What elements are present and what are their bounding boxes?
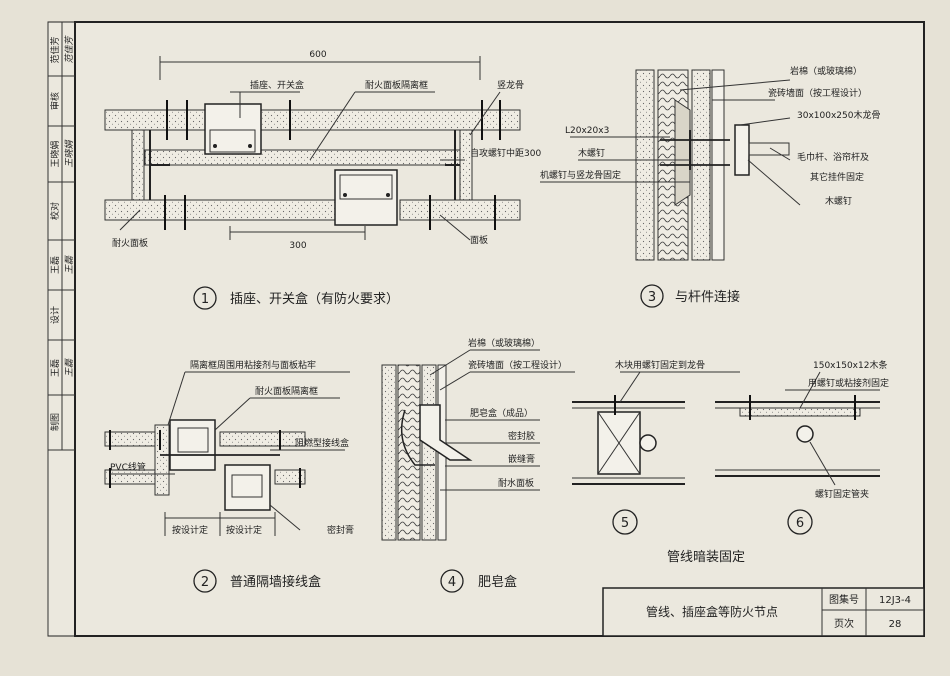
label-tile: 瓷砖墙面（按工程设计） <box>768 87 867 99</box>
label-wood-strip: 150x150x12木条 <box>813 359 887 371</box>
detail-number: 4 <box>448 575 456 590</box>
label-adhesive: 隔离框周围用粘接剂与面板粘牢 <box>190 359 316 371</box>
signature: 王晓娟 <box>64 140 75 168</box>
signature-column: 范佳芳 范佳芳 审核 王晓娟 王晓娟 校对 王磊 王磊 设计 王磊 王磊 制图 <box>47 22 75 636</box>
label-junction: 阻燃型接线盒 <box>295 437 349 449</box>
dim-600: 600 <box>309 50 326 60</box>
dim-per-design-1: 按设计定 <box>172 524 208 536</box>
label-pvc: PVC线管 <box>110 461 146 473</box>
label-rockwool: 岩棉（或玻璃棉） <box>468 337 540 349</box>
signature: 王磊 <box>64 358 75 377</box>
side-text: 设计 <box>49 306 61 324</box>
atlas-number: 12J3-4 <box>879 595 911 606</box>
label-wood-screw-2: 木螺钉 <box>825 195 852 207</box>
title-block: 管线、插座盒等防火节点 图集号 12J3-4 页次 28 <box>602 587 925 637</box>
label-wood-screw: 木螺钉 <box>578 147 605 159</box>
detail-title: 插座、开关盒（有防火要求） <box>230 291 399 307</box>
label-fire-frame: 耐火面板隔离框 <box>365 79 428 91</box>
label-fix: 用螺钉或粘接剂固定 <box>808 377 889 389</box>
detail-title: 肥皂盒 <box>478 574 517 590</box>
side-text: 校对 <box>49 202 61 220</box>
label-sealant: 密封膏 <box>327 524 354 536</box>
signature: 王磊 <box>64 255 75 274</box>
detail-title: 管线暗装固定 <box>667 550 745 565</box>
detail-5-6: 木块用螺钉固定到龙骨 150x150x12木条 用螺钉或粘接剂固定 螺钉固定管夹… <box>572 359 889 565</box>
drawing-frame <box>74 21 925 637</box>
detail-number: 2 <box>201 575 209 590</box>
label-soapbox: 肥皂盒（成品） <box>470 407 533 419</box>
page-number: 28 <box>889 619 902 630</box>
atlas-label: 图集号 <box>829 593 859 606</box>
side-text: 王磊 <box>50 359 61 377</box>
detail-1: 600 插座、开关盒 耐火面板隔离框 竖龙骨 自攻螺钉中距300 <box>104 50 541 310</box>
label-clip: 螺钉固定管夹 <box>815 488 869 500</box>
detail-number: 5 <box>621 516 629 531</box>
label-water-panel: 耐水面板 <box>498 477 534 489</box>
label-machine-screw: 机螺钉与竖龙骨固定 <box>540 169 621 181</box>
side-text: 王晓娟 <box>49 140 61 167</box>
label-panel: 面板 <box>470 234 488 246</box>
label-stud: 竖龙骨 <box>497 79 524 91</box>
label-box: 插座、开关盒 <box>250 79 304 91</box>
dim-per-design-2: 按设计定 <box>226 524 262 536</box>
detail-4: 岩棉（或玻璃棉） 瓷砖墙面（按工程设计） 肥皂盒（成品） 密封胶 嵌缝膏 耐水面… <box>381 337 575 593</box>
detail-2: 隔离框周围用粘接剂与面板粘牢 耐火面板隔离框 PVC线管 阻燃型接线盒 密封膏 … <box>104 359 354 593</box>
detail-title: 普通隔墙接线盒 <box>230 574 321 590</box>
dim-300: 300 <box>289 241 306 251</box>
detail-number: 1 <box>201 292 209 307</box>
label-towel: 毛巾杆、浴帘杆及 <box>797 151 869 163</box>
page-label: 页次 <box>834 617 854 630</box>
signature: 范佳芳 <box>64 35 75 64</box>
label-tile: 瓷砖墙面（按工程设计） <box>468 359 567 371</box>
label-grout: 嵌缝膏 <box>508 453 535 465</box>
label-rockwool: 岩棉（或玻璃棉） <box>790 65 862 77</box>
side-text: 审核 <box>49 92 61 110</box>
label-sealant: 密封胶 <box>508 430 535 442</box>
label-angle: L20x20x3 <box>565 126 609 136</box>
side-text: 王磊 <box>50 256 61 274</box>
side-text: 范佳芳 <box>49 36 61 63</box>
label-other: 其它挂件固定 <box>810 171 864 183</box>
side-text: 制图 <box>49 413 61 431</box>
label-wood-block: 木块用螺钉固定到龙骨 <box>615 359 705 371</box>
detail-number: 3 <box>648 290 656 305</box>
drawing-title: 管线、插座盒等防火节点 <box>646 604 778 619</box>
detail-title: 与杆件连接 <box>675 289 740 305</box>
label-screw: 自攻螺钉中距300 <box>470 147 541 159</box>
label-fire-panel: 耐火面板 <box>112 237 148 249</box>
label-wood-keel: 30x100x250木龙骨 <box>797 109 880 121</box>
detail-number: 6 <box>796 516 804 531</box>
detail-3: 岩棉（或玻璃棉） 瓷砖墙面（按工程设计） 30x100x250木龙骨 L20x2… <box>540 65 880 308</box>
label-fire-frame: 耐火面板隔离框 <box>255 385 318 397</box>
